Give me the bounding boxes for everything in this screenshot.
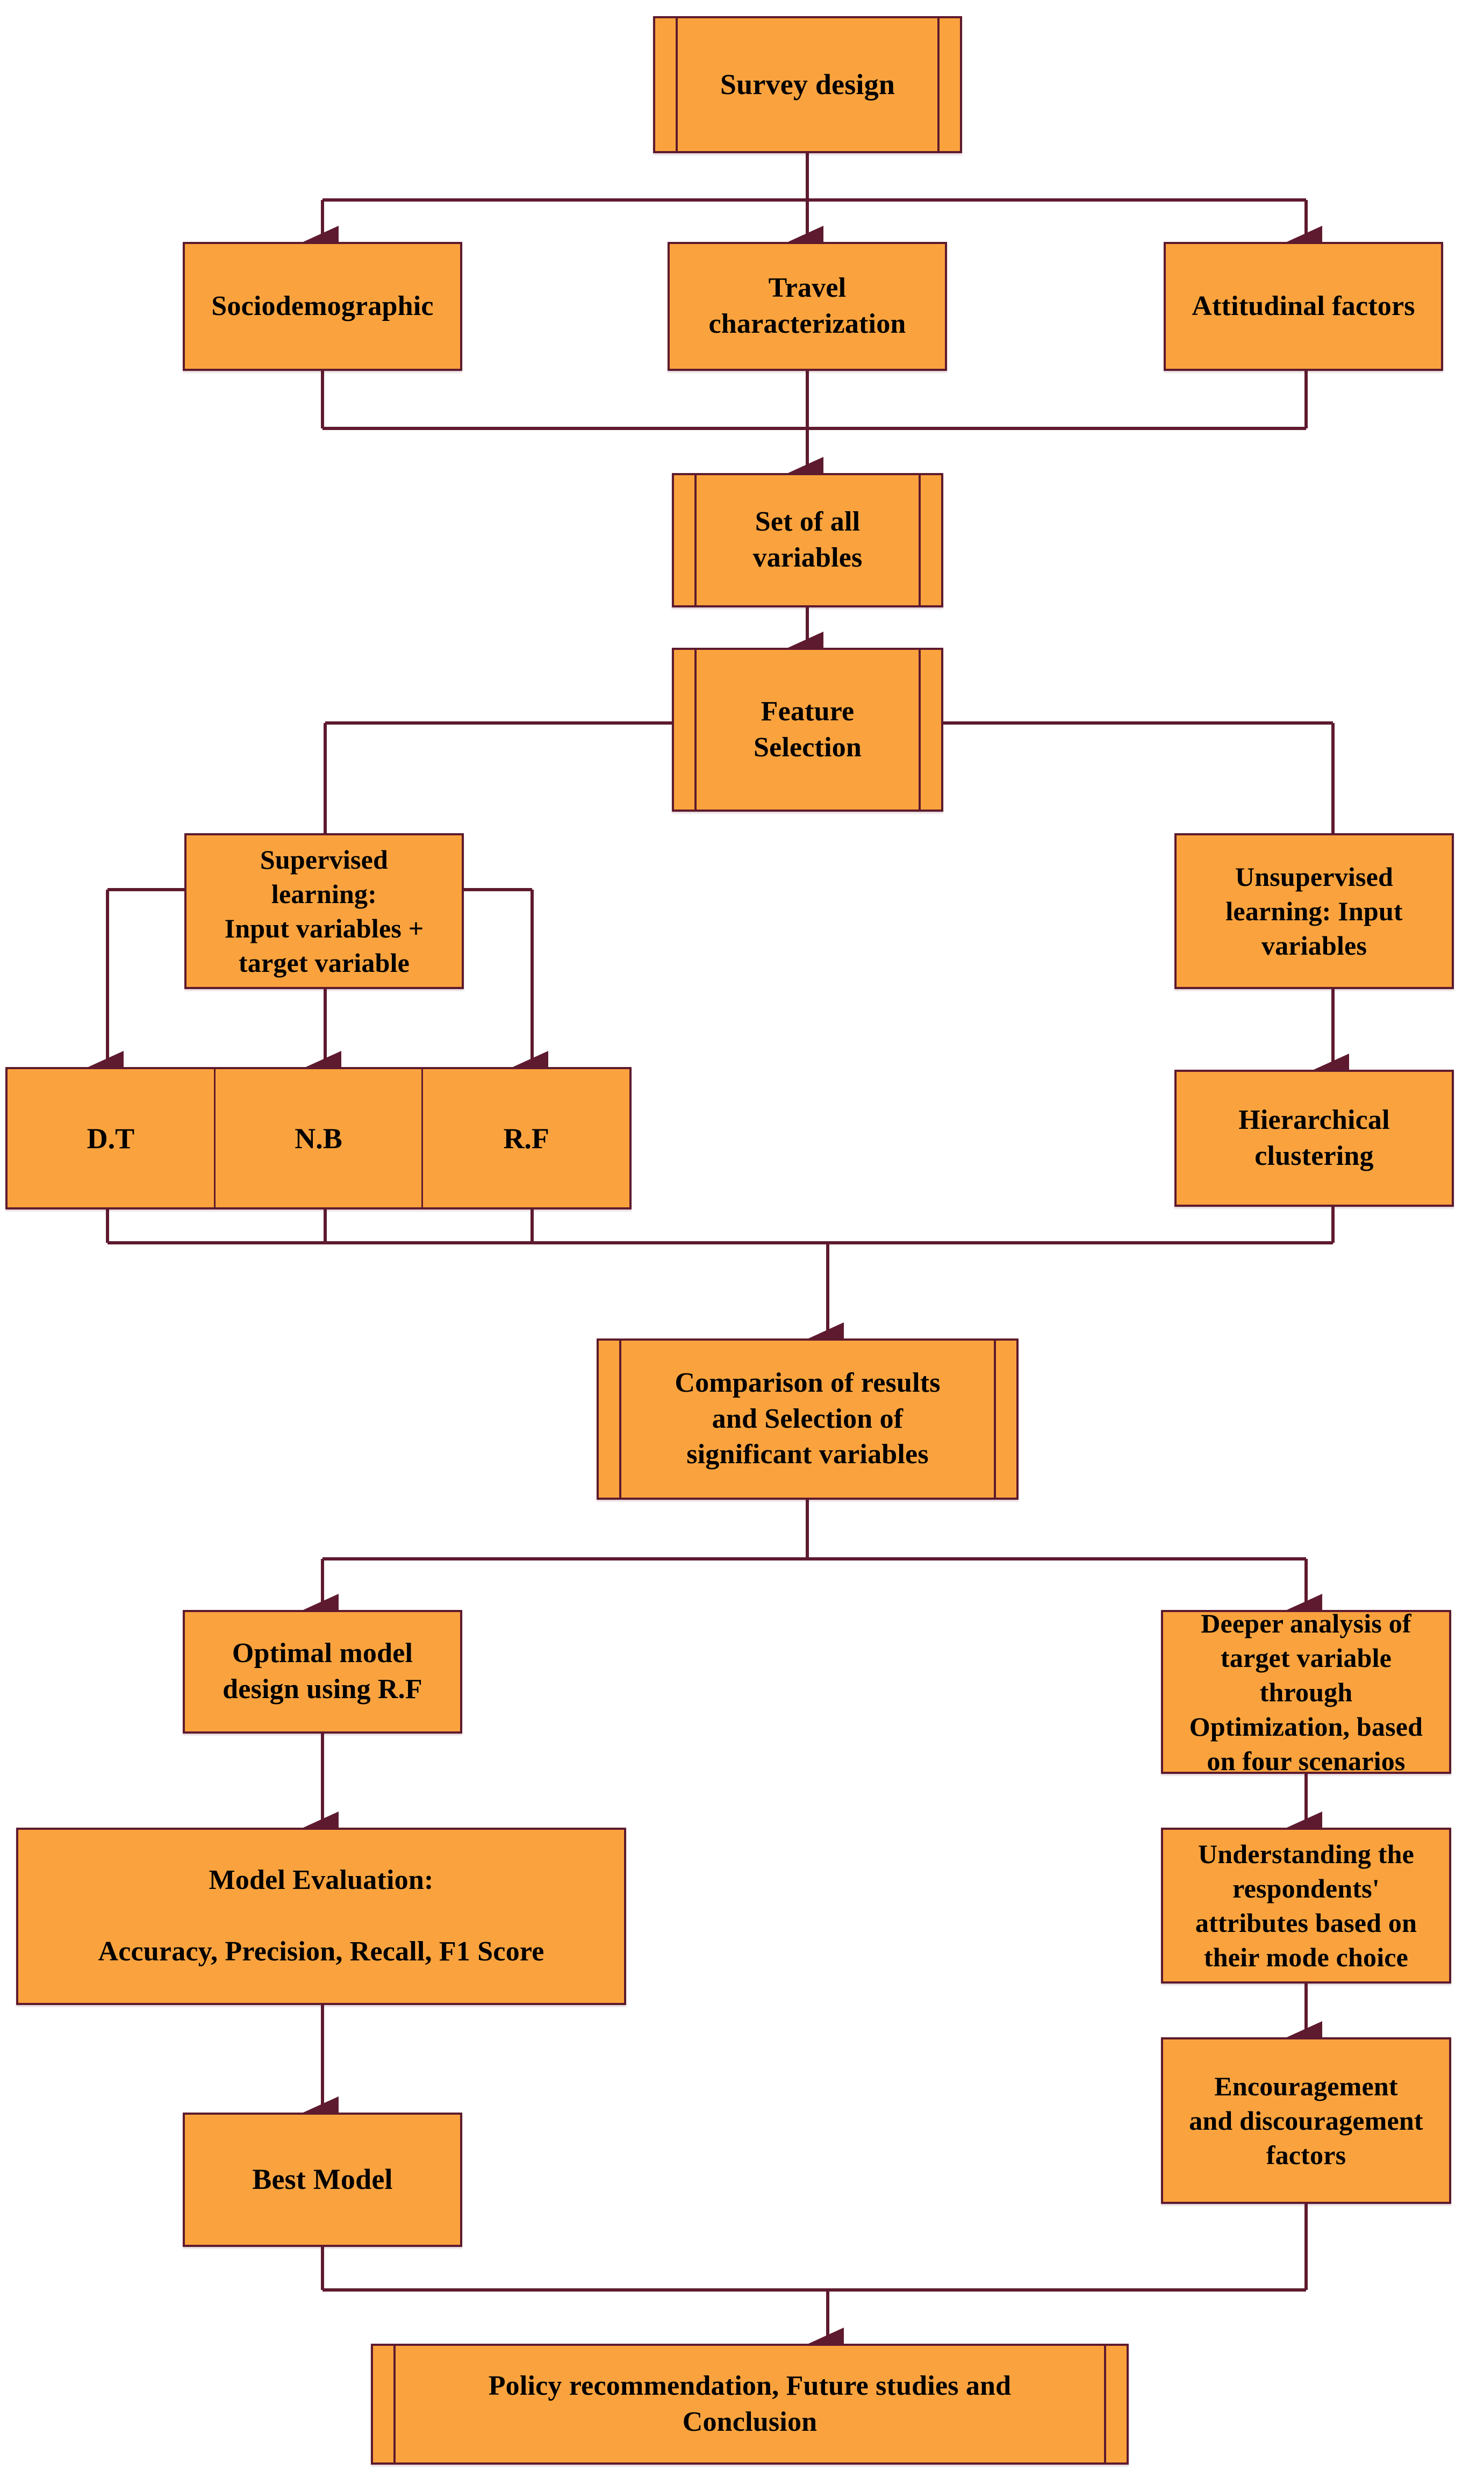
- node-encouragement-factors[interactable]: Encouragement and discouragement factors: [1161, 2037, 1451, 2204]
- node-comparison-of-results[interactable]: Comparison of results and Selection of s…: [597, 1338, 1019, 1500]
- node-optimal-model-design-label: Optimal model design using R.F: [223, 1638, 422, 1705]
- node-best-model-label: Best Model: [252, 2163, 393, 2196]
- node-encouragement-factors-label: Encouragement and discouragement factors: [1189, 2071, 1423, 2170]
- node-nb-label: N.B: [295, 1122, 342, 1155]
- node-supervised-learning-label: Supervised learning: Input variables + t…: [224, 844, 424, 978]
- node-supervised-learning[interactable]: Supervised learning: Input variables + t…: [184, 833, 464, 989]
- node-travel-characterization-label: Travel characterization: [708, 273, 906, 339]
- node-understanding-respondents-label: Understanding the respondents' attribute…: [1195, 1839, 1417, 1972]
- node-policy-recommendation[interactable]: Policy recommendation, Future studies an…: [371, 2344, 1129, 2465]
- node-deeper-analysis-label: Deeper analysis of target variable throu…: [1189, 1608, 1423, 1776]
- node-feature-selection[interactable]: Feature Selection: [672, 648, 943, 812]
- node-sociodemographic[interactable]: Sociodemographic: [183, 242, 462, 371]
- node-comparison-of-results-label: Comparison of results and Selection of s…: [675, 1368, 941, 1470]
- node-model-evaluation[interactable]: Model Evaluation: Accuracy, Precision, R…: [16, 1828, 626, 2005]
- node-optimal-model-design[interactable]: Optimal model design using R.F: [183, 1610, 462, 1734]
- node-travel-characterization[interactable]: Travel characterization: [668, 242, 947, 371]
- node-sociodemographic-label: Sociodemographic: [211, 290, 434, 321]
- node-nb[interactable]: N.B: [216, 1069, 424, 1207]
- node-set-of-all-variables-label: Set of all variables: [752, 506, 863, 573]
- node-hierarchical-clustering-label: Hierarchical clustering: [1238, 1104, 1390, 1171]
- node-dt-label: D.T: [87, 1122, 135, 1155]
- node-deeper-analysis[interactable]: Deeper analysis of target variable throu…: [1161, 1608, 1451, 1776]
- node-feature-selection-label: Feature Selection: [753, 696, 862, 763]
- node-attitudinal-factors-label: Attitudinal factors: [1192, 290, 1415, 321]
- node-hierarchical-clustering[interactable]: Hierarchical clustering: [1174, 1070, 1454, 1207]
- node-dt[interactable]: D.T: [8, 1069, 216, 1207]
- node-rf-label: R.F: [503, 1122, 549, 1155]
- node-model-evaluation-label: Model Evaluation: Accuracy, Precision, R…: [98, 1865, 544, 1967]
- node-survey-design-label: Survey design: [720, 68, 895, 101]
- node-unsupervised-learning[interactable]: Unsupervised learning: Input variables: [1174, 833, 1454, 989]
- node-policy-recommendation-label: Policy recommendation, Future studies an…: [488, 2370, 1012, 2437]
- node-understanding-respondents[interactable]: Understanding the respondents' attribute…: [1161, 1828, 1451, 1984]
- node-attitudinal-factors[interactable]: Attitudinal factors: [1164, 242, 1443, 371]
- model-group-strip: D.T N.B R.F: [5, 1067, 632, 1209]
- node-rf[interactable]: R.F: [423, 1069, 629, 1207]
- node-set-of-all-variables[interactable]: Set of all variables: [672, 473, 943, 607]
- node-unsupervised-learning-label: Unsupervised learning: Input variables: [1225, 862, 1403, 961]
- node-survey-design[interactable]: Survey design: [653, 16, 962, 153]
- node-best-model[interactable]: Best Model: [183, 2113, 462, 2247]
